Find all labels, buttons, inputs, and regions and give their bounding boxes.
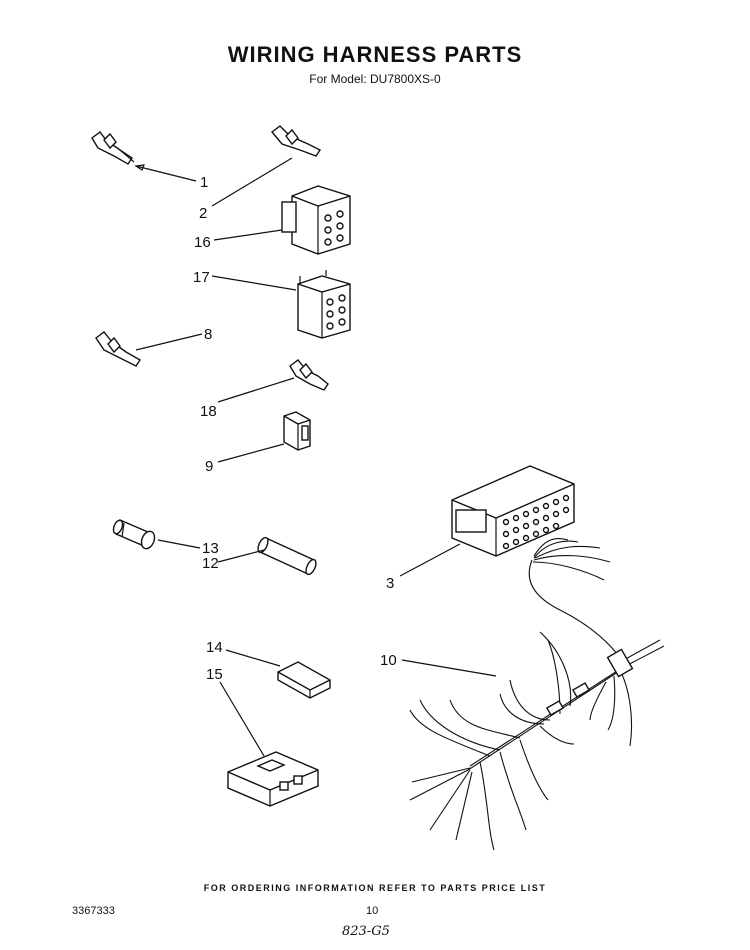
splice-sleeve-part-12	[257, 536, 317, 576]
ordering-note: FOR ORDERING INFORMATION REFER TO PARTS …	[203, 883, 547, 893]
connector-housing-part-15	[227, 751, 319, 807]
leader-line-1	[135, 165, 197, 182]
leader-line-12	[217, 549, 265, 563]
terminal-part-18	[289, 359, 329, 391]
page-number: 10	[366, 905, 379, 917]
terminal-part-8	[95, 331, 141, 367]
terminal-part-1	[91, 131, 135, 165]
leader-line-13	[157, 539, 201, 549]
callout-15: 15	[206, 666, 223, 683]
callout-18: 18	[200, 403, 217, 420]
leader-arrow-1	[134, 164, 145, 171]
leader-line-8	[135, 333, 203, 351]
leader-line-16	[213, 229, 283, 241]
callout-16: 16	[194, 234, 211, 251]
callout-10: 10	[380, 652, 397, 669]
callout-9: 9	[205, 458, 213, 475]
ferrule-part-13	[112, 519, 156, 550]
leader-line-9	[217, 443, 285, 463]
leader-line-15	[219, 681, 265, 757]
small-plug-part-14	[277, 661, 331, 699]
model-subtitle: For Model: DU7800XS-0	[309, 72, 441, 86]
leader-line-17	[211, 275, 297, 291]
page-title: WIRING HARNESS PARTS	[227, 42, 523, 67]
callout-12: 12	[202, 555, 219, 572]
callout-17: 17	[193, 269, 210, 286]
terminal-part-2	[270, 125, 322, 157]
leader-line-3	[399, 543, 461, 577]
leader-line-14	[225, 649, 281, 667]
connector-block-part-17	[297, 270, 351, 339]
callout-14: 14	[206, 639, 223, 656]
leader-line-18	[217, 377, 295, 403]
callout-8: 8	[204, 326, 212, 343]
document-number: 3367333	[72, 905, 115, 917]
callout-2: 2	[199, 205, 207, 222]
wiring-harness-part-10	[409, 538, 665, 851]
callout-3: 3	[386, 575, 394, 592]
connector-block-part-16	[281, 185, 351, 255]
callout-1: 1	[200, 174, 208, 191]
leader-line-10	[401, 659, 497, 677]
callout-13: 13	[202, 540, 219, 557]
large-connector-part-3	[451, 465, 575, 557]
handwritten-note: 823-G5	[342, 924, 390, 939]
leader-line-2	[211, 157, 293, 207]
small-block-part-9	[283, 411, 311, 451]
